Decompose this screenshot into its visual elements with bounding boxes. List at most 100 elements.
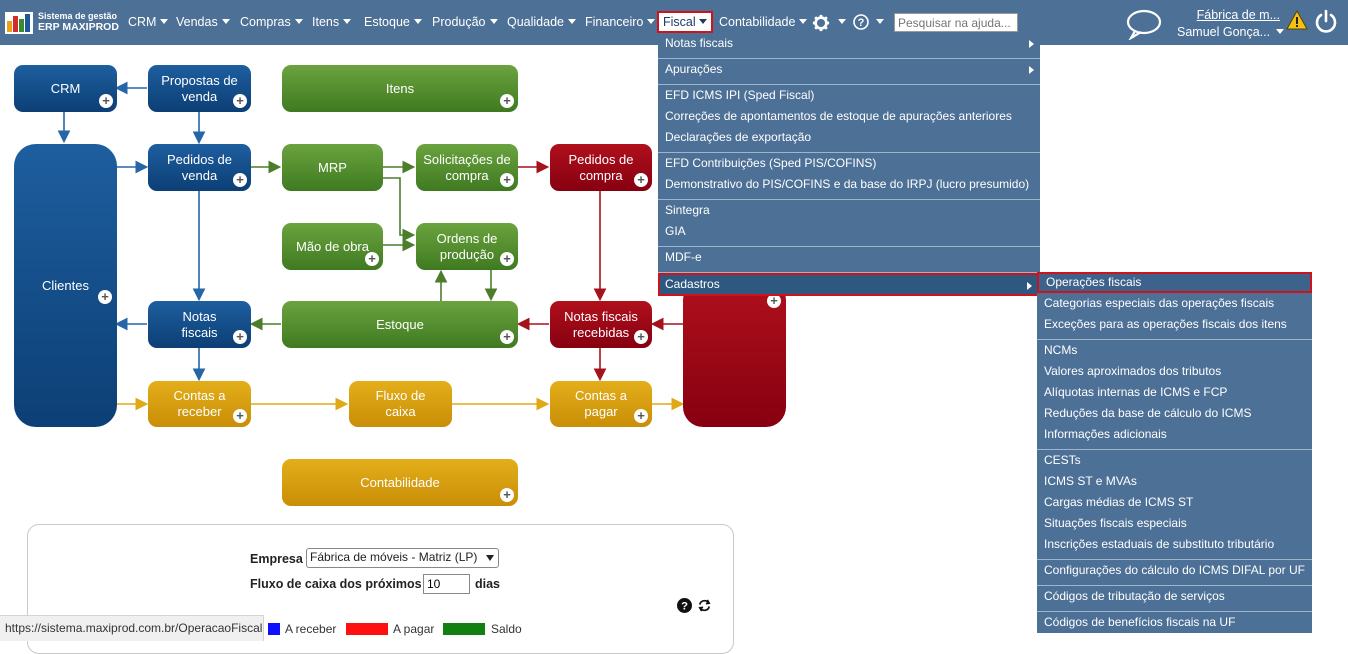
- menu-item-apuracoes[interactable]: Apurações: [658, 59, 1040, 80]
- fluxo-label: Fluxo de caixa dos próximos: [250, 577, 422, 591]
- submenu-item-valores-tributos[interactable]: Valores aproximados dos tributos: [1044, 364, 1222, 378]
- company-link[interactable]: Fábrica de m...: [1196, 8, 1280, 22]
- add-clientes-icon[interactable]: +: [98, 290, 112, 304]
- flow-pedidos-venda[interactable]: Pedidos de venda+: [148, 144, 251, 191]
- submenu-item-situacoes[interactable]: Situações fiscais especiais: [1044, 516, 1187, 530]
- submenu-item-cargas-medias[interactable]: Cargas médias de ICMS ST: [1044, 495, 1194, 509]
- add-fornecedores-icon[interactable]: +: [767, 294, 781, 308]
- add-contabilidade-icon[interactable]: +: [500, 488, 514, 502]
- warning-icon[interactable]: [1286, 10, 1308, 30]
- user-menu[interactable]: Samuel Gonça...: [1177, 25, 1285, 39]
- empresa-label: Empresa: [250, 552, 303, 566]
- menu-item-correcoes[interactable]: Correções de apontamentos de estoque de …: [665, 109, 1012, 123]
- svg-text:?: ?: [681, 601, 688, 613]
- menu-item-demonstrativo[interactable]: Demonstrativo do PIS/COFINS e da base do…: [665, 177, 1030, 191]
- flow-ordens[interactable]: Ordens de produção+: [416, 223, 518, 270]
- nav-itens[interactable]: Itens: [312, 15, 352, 29]
- menu-divider: [1037, 339, 1312, 340]
- search-input[interactable]: [894, 13, 1018, 32]
- flow-notas-recebidas[interactable]: Notas fiscais recebidas+: [550, 301, 652, 348]
- add-notas-recebidas-icon[interactable]: +: [634, 330, 648, 344]
- gear-icon[interactable]: [812, 14, 830, 32]
- nav-crm[interactable]: CRM: [128, 15, 169, 29]
- add-propostas-icon[interactable]: +: [233, 94, 247, 108]
- add-solicitacoes-icon[interactable]: +: [500, 173, 514, 187]
- nav-qualidade[interactable]: Qualidade: [507, 15, 576, 29]
- flow-estoque[interactable]: Estoque+: [282, 301, 518, 348]
- flow-notas-fiscais[interactable]: Notas fiscais+: [148, 301, 251, 348]
- flow-fluxo-caixa[interactable]: Fluxo de caixa: [349, 381, 452, 427]
- submenu-item-servicos[interactable]: Códigos de tributação de serviços: [1044, 589, 1225, 603]
- submenu-item-difal[interactable]: Configurações do cálculo do ICMS DIFAL p…: [1044, 563, 1306, 577]
- submenu-item-cests[interactable]: CESTs: [1044, 453, 1081, 467]
- nav-producao[interactable]: Produção: [432, 15, 498, 29]
- nav-contabilidade[interactable]: Contabilidade: [719, 15, 808, 29]
- menu-item-declaracoes[interactable]: Declarações de exportação: [665, 130, 812, 144]
- nav-financeiro[interactable]: Financeiro: [585, 15, 656, 29]
- chevron-down-icon: [489, 19, 498, 24]
- empresa-select[interactable]: Fábrica de móveis - Matriz (LP): [306, 548, 499, 568]
- flow-contas-receber[interactable]: Contas a receber+: [148, 381, 251, 427]
- menu-item-efd-contribuicoes[interactable]: EFD Contribuições (Sped PIS/COFINS): [665, 156, 877, 170]
- nav-vendas[interactable]: Vendas: [176, 15, 230, 29]
- refresh-icon[interactable]: [697, 598, 712, 613]
- submenu-item-excecoes[interactable]: Exceções para as operações fiscais dos i…: [1044, 317, 1287, 331]
- menu-item-notas-fiscais[interactable]: Notas fiscais: [658, 33, 1040, 54]
- menu-item-mdfe[interactable]: MDF-e: [665, 250, 702, 264]
- add-contas-receber-icon[interactable]: +: [233, 409, 247, 423]
- flow-itens[interactable]: Itens+: [282, 65, 518, 112]
- add-notas-icon[interactable]: +: [233, 330, 247, 344]
- flow-crm[interactable]: CRM+: [14, 65, 117, 112]
- menu-divider: [1037, 559, 1312, 560]
- menu-item-sintegra[interactable]: Sintegra: [665, 203, 710, 217]
- chevron-right-icon: [1029, 66, 1034, 74]
- nav-fiscal[interactable]: Fiscal: [657, 11, 713, 33]
- chevron-down-icon: [294, 19, 303, 24]
- submenu-item-operacoes-fiscais[interactable]: Operações fiscais: [1037, 272, 1312, 293]
- submenu-item-inscricoes[interactable]: Inscrições estaduais de substituto tribu…: [1044, 537, 1275, 551]
- submenu-item-beneficios[interactable]: Códigos de benefícios fiscais na UF: [1044, 615, 1236, 629]
- flow-mao-obra[interactable]: Mão de obra+: [282, 223, 383, 270]
- menu-item-cadastros[interactable]: Cadastros: [658, 273, 1040, 296]
- submenu-item-icms-st[interactable]: ICMS ST e MVAs: [1044, 474, 1137, 488]
- flow-contas-pagar[interactable]: Contas a pagar+: [550, 381, 652, 427]
- flow-fornecedores[interactable]: +: [683, 280, 786, 427]
- chat-icon[interactable]: [1125, 8, 1163, 40]
- flow-clientes[interactable]: Clientes+: [14, 144, 117, 427]
- nav-estoque[interactable]: Estoque: [364, 15, 422, 29]
- nav-compras[interactable]: Compras: [240, 15, 303, 29]
- flow-mrp[interactable]: MRP: [282, 144, 383, 191]
- app-logo[interactable]: Sistema de gestão ERP MAXIPROD: [5, 10, 119, 34]
- add-ordens-icon[interactable]: +: [500, 252, 514, 266]
- flow-solicitacoes[interactable]: Solicitações de compra+: [416, 144, 518, 191]
- add-itens-icon[interactable]: +: [500, 94, 514, 108]
- add-pedidos-compra-icon[interactable]: +: [634, 173, 648, 187]
- help-icon[interactable]: ?: [677, 598, 692, 613]
- fiscal-menu: Notas fiscais Apurações EFD ICMS IPI (Sp…: [658, 33, 1040, 296]
- dias-input[interactable]: [423, 574, 470, 594]
- chevron-down-icon: [221, 19, 230, 24]
- gear-menu-caret[interactable]: [834, 15, 846, 29]
- submenu-item-informacoes[interactable]: Informações adicionais: [1044, 427, 1167, 441]
- flow-propostas[interactable]: Propostas de venda+: [148, 65, 251, 112]
- add-contas-pagar-icon[interactable]: +: [634, 409, 648, 423]
- submenu-item-ncms[interactable]: NCMs: [1044, 343, 1078, 357]
- submenu-item-aliquotas[interactable]: Alíquotas internas de ICMS e FCP: [1044, 385, 1228, 399]
- help-icon[interactable]: ?: [853, 14, 869, 30]
- chevron-down-icon: [799, 19, 808, 24]
- power-icon[interactable]: [1314, 9, 1338, 35]
- add-crm-icon[interactable]: +: [99, 94, 113, 108]
- help-menu-caret[interactable]: [872, 15, 884, 29]
- submenu-item-reducoes[interactable]: Reduções da base de cálculo do ICMS: [1044, 406, 1252, 420]
- legend-swatch-pagar: [346, 623, 388, 635]
- add-mao-obra-icon[interactable]: +: [365, 252, 379, 266]
- submenu-item-categorias[interactable]: Categorias especiais das operações fisca…: [1044, 296, 1275, 310]
- menu-item-efd-icms[interactable]: EFD ICMS IPI (Sped Fiscal): [665, 88, 815, 102]
- add-estoque-icon[interactable]: +: [500, 330, 514, 344]
- flow-contabilidade[interactable]: Contabilidade+: [282, 459, 518, 506]
- menu-item-gia[interactable]: GIA: [665, 224, 686, 238]
- add-pedidos-venda-icon[interactable]: +: [233, 173, 247, 187]
- flow-pedidos-compra[interactable]: Pedidos de compra+: [550, 144, 652, 191]
- chevron-down-icon: [160, 19, 169, 24]
